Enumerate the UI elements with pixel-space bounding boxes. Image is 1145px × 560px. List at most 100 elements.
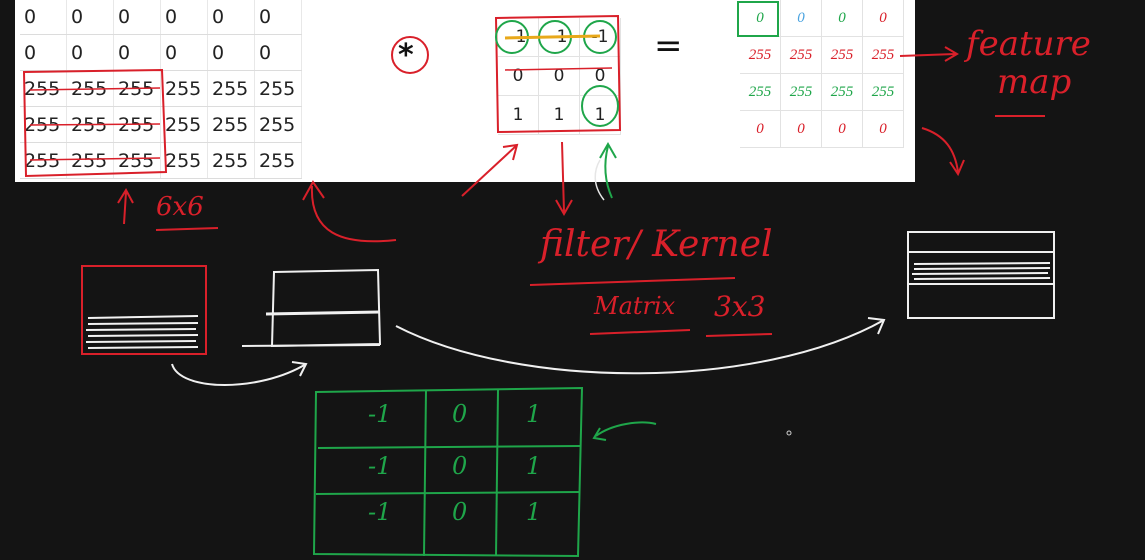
input-cell: 255 (20, 70, 67, 107)
feature-map-cell: 0 (862, 0, 904, 37)
kernel-cell: 1 (538, 95, 580, 135)
feature-map-cell: 0 (821, 0, 863, 37)
input-cell: 255 (207, 70, 255, 107)
feature-map-cell: 0 (780, 0, 822, 37)
input-cell: 0 (113, 0, 161, 35)
feature-map-label-feature: feature (966, 24, 1091, 64)
input-highlight-box (22, 68, 168, 178)
white-arrow-small (171, 361, 308, 386)
input-image-white-strokes (85, 315, 199, 349)
output-image-sketch (907, 231, 1055, 319)
green-kernel-cell: 1 (526, 400, 542, 428)
kernel-cell: 0 (498, 56, 539, 96)
matrix-size-underline (705, 333, 773, 337)
input-cell: 0 (160, 34, 208, 71)
feature-map-first-cell-box (737, 1, 779, 37)
arrow-to-kernel-left (461, 143, 519, 197)
green-arrow-up (599, 141, 617, 199)
input-cell: 255 (207, 106, 255, 143)
input-cell: 255 (207, 142, 255, 179)
strike-row-5 (29, 157, 161, 161)
kernel-cell: 1 (498, 95, 539, 135)
input-image-sketch (81, 265, 207, 355)
kernel-strike-middle (504, 67, 613, 71)
feature-map-cell: 255 (862, 73, 904, 111)
matrix-label-underline (589, 329, 691, 335)
convolution-operator: * (398, 38, 414, 73)
feature-map-cell: 255 (780, 73, 822, 111)
edge-image-sketch (270, 268, 382, 348)
input-cell: 255 (160, 142, 208, 179)
feature-map-cell: 255 (740, 36, 781, 74)
strike-row-4 (29, 123, 161, 126)
filter-kernel-label: filter/ Kernel (540, 224, 773, 265)
output-white-strokes (911, 262, 1051, 280)
size-label: 6x6 (156, 192, 204, 222)
green-kernel-cell: -1 (368, 400, 392, 428)
input-cell: 0 (207, 34, 255, 71)
input-cell: 0 (160, 0, 208, 35)
strike-row-3 (29, 87, 161, 91)
green-kernel-cell: 1 (526, 452, 542, 480)
kernel-circle-bottom-right (581, 85, 619, 127)
matrix-label: Matrix (594, 292, 676, 320)
feature-map-cell: 0 (740, 0, 781, 37)
arrow-down-to-filter (555, 141, 573, 217)
curved-arrow-to-panel (302, 180, 397, 243)
green-arrow-to-grid (592, 421, 657, 441)
feature-map-cell: 255 (740, 73, 781, 111)
feature-map-cell: 255 (780, 36, 822, 74)
input-cell: 0 (66, 34, 114, 71)
input-cell: 255 (254, 106, 302, 143)
green-kernel-cell: -1 (368, 452, 392, 480)
input-cell: 0 (254, 34, 302, 71)
green-kernel-grid (312, 386, 584, 558)
green-kernel-cell: 1 (526, 498, 542, 526)
input-cell: 0 (254, 0, 302, 35)
input-cell: 255 (66, 142, 114, 179)
size-label-underline (155, 227, 219, 231)
white-arrow-long (395, 317, 886, 375)
feature-map-cell: 255 (821, 36, 863, 74)
green-kernel-cell: 0 (452, 452, 468, 480)
feature-map-label-map: map (997, 62, 1072, 102)
green-kernel-cell: 0 (452, 400, 468, 428)
feature-map-cell: 0 (821, 110, 863, 148)
green-kernel-cell: -1 (368, 498, 392, 526)
input-cell: 255 (254, 142, 302, 179)
input-cell: 255 (254, 70, 302, 107)
stray-dot (786, 430, 792, 436)
arrow-to-feature-label (899, 46, 959, 62)
edge-line (265, 310, 381, 316)
filter-label-underline (529, 277, 736, 286)
arrow-up-left (117, 187, 134, 225)
edge-box-bottom (241, 344, 381, 347)
kernel-cell: 1 (579, 95, 621, 135)
input-cell: 0 (20, 0, 67, 35)
kernel-highlight-box (494, 14, 622, 134)
feature-map-cell: 0 (740, 110, 781, 148)
feature-map-cell: 0 (780, 110, 822, 148)
feature-map-cell: 255 (821, 73, 863, 111)
green-kernel-cell: 0 (452, 498, 468, 526)
equals-sign: = (654, 26, 683, 66)
input-cell: 0 (207, 0, 255, 35)
input-cell: 0 (20, 34, 67, 71)
operator-circle (391, 36, 429, 74)
input-cell: 0 (66, 0, 114, 35)
input-cell: 0 (113, 34, 161, 71)
feature-map-cell: 0 (862, 110, 904, 148)
input-cell: 255 (160, 70, 208, 107)
matrix-size-label: 3x3 (714, 290, 766, 323)
